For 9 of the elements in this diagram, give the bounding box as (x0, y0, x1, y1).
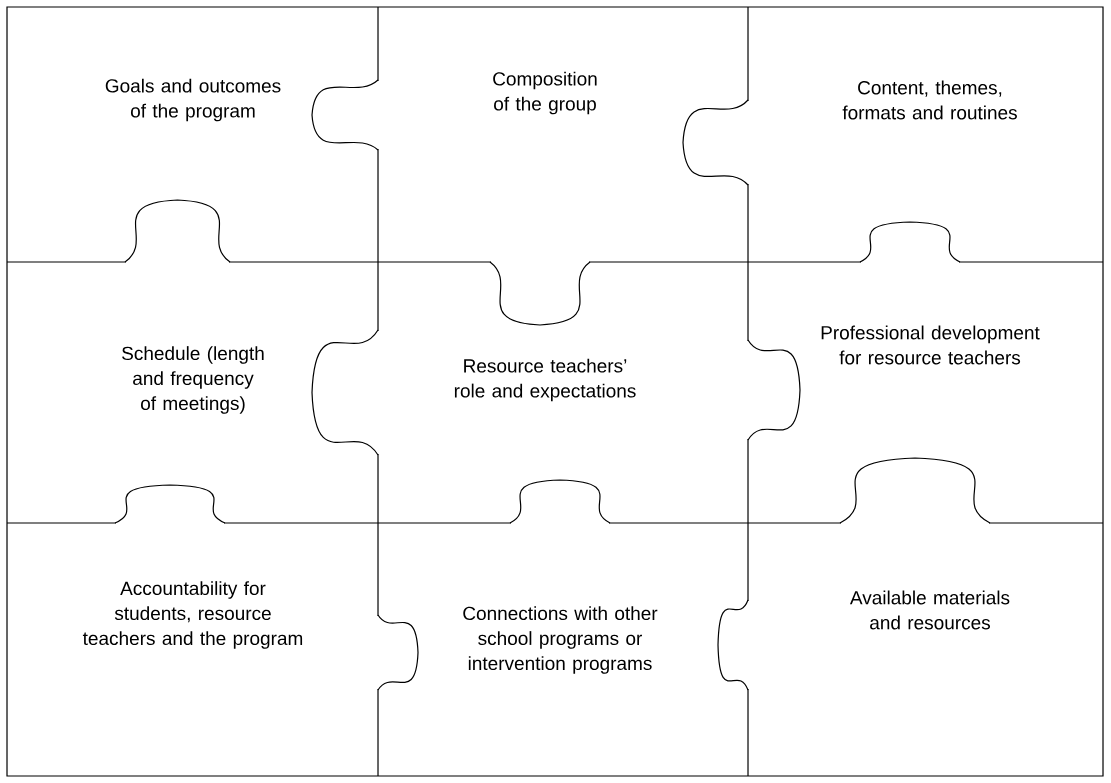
puzzle-piece-label: Professional development for resource teachers (821, 325, 1040, 365)
puzzle-piece-label: Accountability for students, resource teachers and the program (82, 581, 303, 649)
puzzle-piece-label: Goals and outcomes of the program (105, 78, 281, 122)
puzzle-piece-label: Resource teachers’ role and expectations (454, 358, 636, 402)
puzzle-piece-label: Content, themes, formats and routines (842, 80, 1017, 120)
puzzle-piece-label: Schedule (length and frequency of meetings) (122, 346, 264, 414)
puzzle-piece-label: Composition of the group (493, 71, 597, 115)
puzzle-piece-label: Connections with other school programs or intervention programs (463, 606, 658, 674)
puzzle-piece-label: Available materials and resources (849, 590, 1010, 630)
